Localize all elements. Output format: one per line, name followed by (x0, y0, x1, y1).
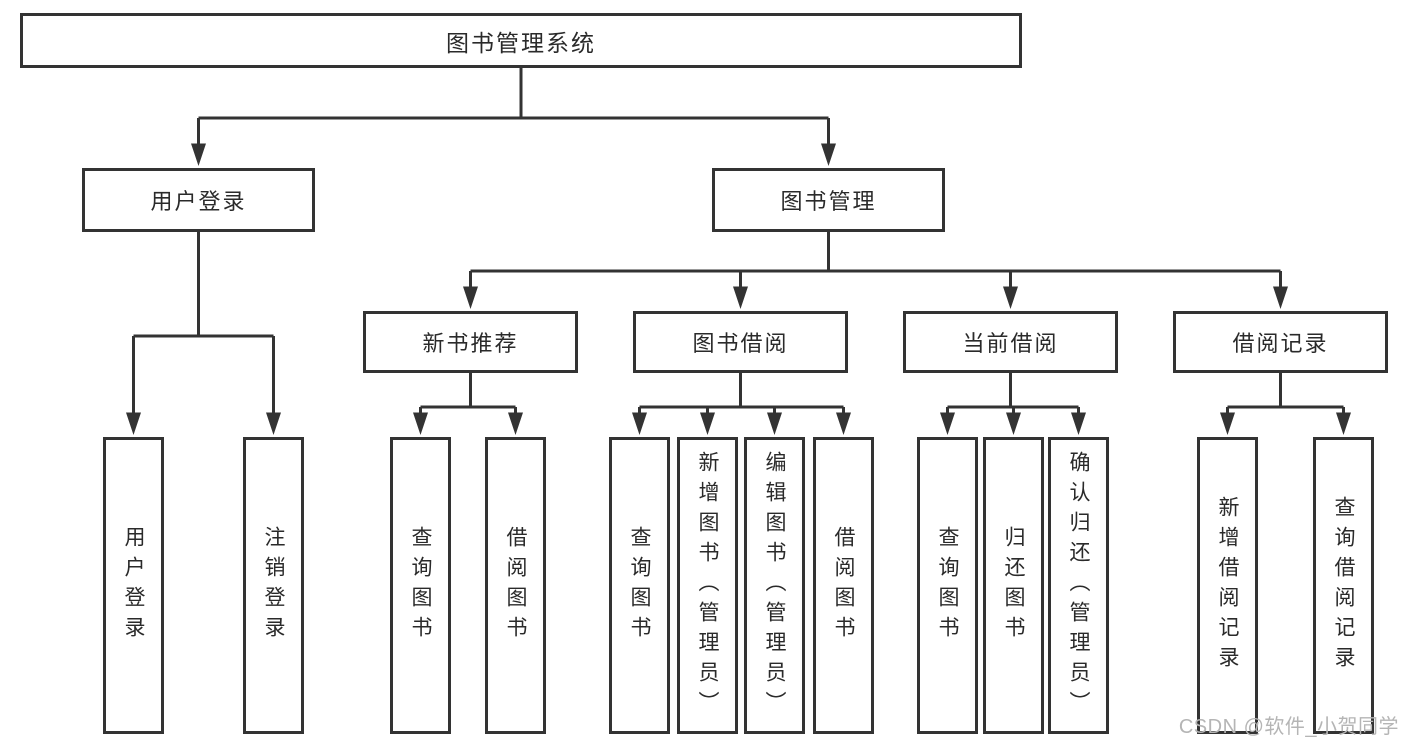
leaf-query-books-borrowing: 查询图书 (609, 437, 670, 734)
node-user-login: 用户登录 (82, 168, 315, 232)
leaf-add-book-admin: 新增图书（管理员） (677, 437, 738, 734)
node-borrowing-records-label: 借阅记录 (1232, 331, 1329, 356)
leaf-query-books-borrowing-label: 查询图书 (628, 525, 651, 646)
leaf-logout-label: 注销登录 (262, 525, 285, 646)
leaf-logout: 注销登录 (243, 437, 304, 734)
leaf-borrow-books-borrowing: 借阅图书 (813, 437, 874, 734)
node-new-book-recommendation-label: 新书推荐 (422, 331, 519, 356)
leaf-query-books-recommend: 查询图书 (390, 437, 451, 734)
leaf-query-borrow-record: 查询借阅记录 (1313, 437, 1374, 734)
node-current-borrowing-label: 当前借阅 (962, 331, 1059, 356)
leaf-add-borrow-record: 新增借阅记录 (1197, 437, 1258, 734)
leaf-query-borrow-record-label: 查询借阅记录 (1332, 495, 1355, 676)
leaf-borrow-books-recommend: 借阅图书 (485, 437, 546, 734)
node-book-management-label: 图书管理 (780, 189, 877, 214)
leaf-query-books-current-label: 查询图书 (936, 525, 959, 646)
leaf-user-login: 用户登录 (103, 437, 164, 734)
leaf-edit-book-admin: 编辑图书（管理员） (744, 437, 805, 734)
leaf-return-book: 归还图书 (983, 437, 1044, 734)
leaf-borrow-books-recommend-label: 借阅图书 (504, 525, 527, 646)
leaf-edit-book-admin-label: 编辑图书（管理员） (763, 450, 786, 721)
leaf-confirm-return-admin: 确认归还（管理员） (1048, 437, 1109, 734)
leaf-query-books-recommend-label: 查询图书 (409, 525, 432, 646)
leaf-user-login-label: 用户登录 (122, 525, 145, 646)
connector-arrowheads (126, 143, 1351, 435)
leaf-confirm-return-admin-label: 确认归还（管理员） (1067, 450, 1090, 721)
leaf-add-book-admin-label: 新增图书（管理员） (696, 450, 719, 721)
node-new-book-recommendation: 新书推荐 (363, 311, 578, 373)
node-book-borrowing-label: 图书借阅 (692, 331, 789, 356)
node-library-system-label: 图书管理系统 (446, 29, 596, 56)
leaf-borrow-books-borrowing-label: 借阅图书 (832, 525, 855, 646)
leaf-query-books-current: 查询图书 (917, 437, 978, 734)
csdn-watermark: CSDN @软件_小贺同学 (1178, 716, 1399, 738)
node-current-borrowing: 当前借阅 (903, 311, 1118, 373)
node-library-system: 图书管理系统 (20, 13, 1022, 68)
node-book-borrowing: 图书借阅 (633, 311, 848, 373)
leaf-add-borrow-record-label: 新增借阅记录 (1216, 495, 1239, 676)
node-user-login-label: 用户登录 (150, 189, 247, 214)
leaf-return-book-label: 归还图书 (1002, 525, 1025, 646)
node-borrowing-records: 借阅记录 (1173, 311, 1388, 373)
node-book-management: 图书管理 (712, 168, 945, 232)
